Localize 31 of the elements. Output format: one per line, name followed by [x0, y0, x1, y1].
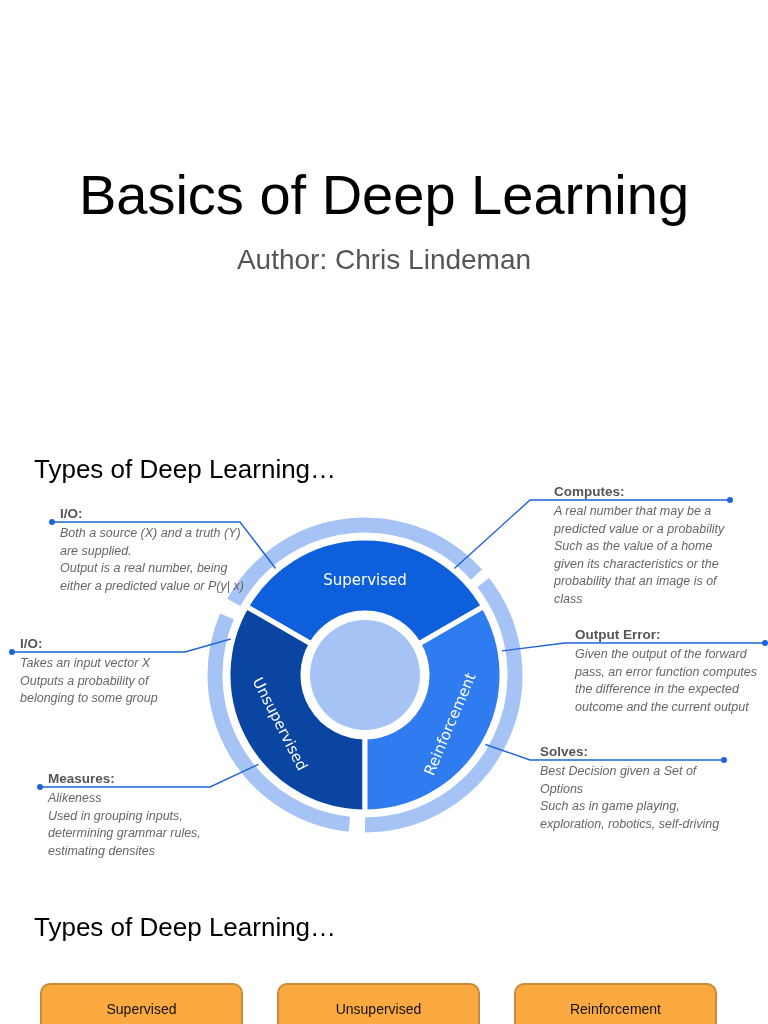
callout-text: Such as in game playing, exploration, robotics, self-driving: [540, 798, 721, 833]
callout-text: Alikeness: [48, 790, 103, 807]
title: Basics of Deep Learning: [77, 162, 691, 227]
leader-line: [484, 743, 727, 763]
callout-text: Best Decision given a Set of Options: [540, 763, 699, 798]
leader-line: [49, 519, 277, 570]
callout-heading: I/O:: [20, 635, 44, 652]
callout-heading: Output Error:: [575, 626, 662, 643]
section-heading: Types of Deep Learning…: [34, 454, 337, 485]
callout-heading: I/O:: [60, 505, 84, 522]
segment-label: Supervised: [323, 571, 407, 589]
leader-line: [9, 638, 232, 655]
callout-heading: Computes:: [554, 483, 626, 500]
section-heading: Types of Deep Learning…: [34, 912, 337, 943]
callout-text: Takes an input vector X: [20, 655, 152, 672]
callout-heading: Solves:: [540, 743, 590, 760]
callout-text: Used in grouping inputs, determining grammar rules, estimating densites: [48, 807, 202, 860]
callout-text: Such as the value of a home given its characteristics or the probability that an image is of class: [554, 538, 720, 608]
box-label: Unsupervised: [335, 1001, 422, 1017]
callout-text: Outputs a probability of belonging to some group: [20, 672, 159, 708]
leader-line: [501, 640, 768, 652]
box-label: Supervised: [106, 1001, 177, 1017]
author-line: Author: Chris Lindeman: [235, 244, 533, 276]
leader-line: [453, 497, 733, 570]
callout-text: Both a source (X) and a truth (Y) are supplied.: [60, 525, 242, 560]
callout-text: A real number that may be a predicted value or a probability: [554, 503, 726, 538]
leader-line: [37, 763, 260, 790]
box-label: Reinforcement: [569, 1001, 661, 1017]
callout-text: Output is a real number, being either a predicted value or P(y| x): [60, 560, 245, 595]
callout-heading: Measures:: [48, 770, 116, 787]
callout-text: Given the output of the forward pass, an error function computes the difference in the expected outcome and the current output: [575, 646, 759, 716]
